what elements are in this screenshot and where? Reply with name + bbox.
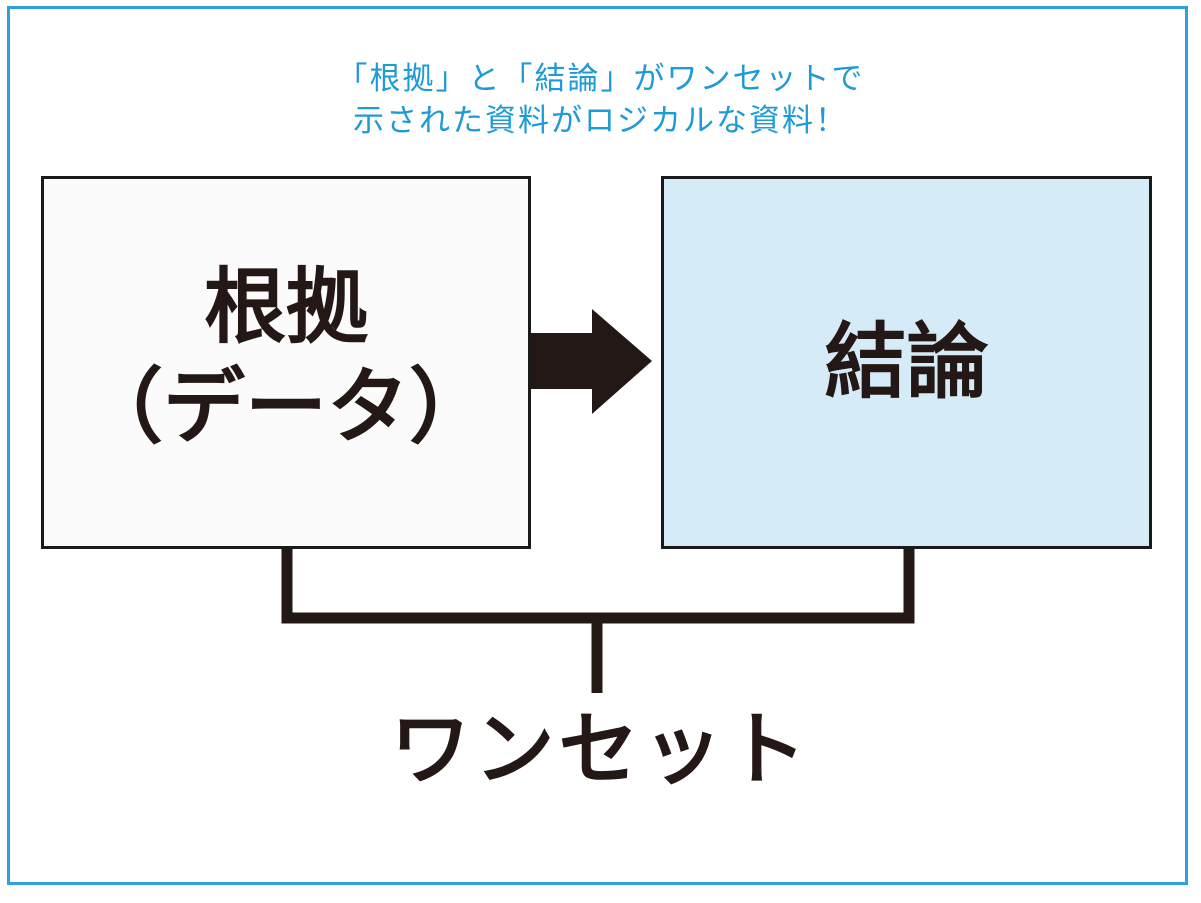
arrow-right-icon bbox=[531, 309, 652, 414]
conclusion-box: 結論 bbox=[661, 176, 1152, 549]
evidence-box: 根拠 （データ） bbox=[41, 176, 531, 549]
caption-line-1: 「根拠」と「結論」がワンセットで bbox=[336, 61, 865, 97]
outer-frame bbox=[7, 6, 1188, 885]
caption-line-2: 示された資料がロジカルな資料！ bbox=[353, 103, 848, 139]
caption: 「根拠」と「結論」がワンセットで 示された資料がロジカルな資料！ bbox=[0, 58, 1201, 142]
conclusion-label: 結論 bbox=[824, 314, 989, 410]
evidence-label: 根拠 bbox=[203, 259, 368, 355]
evidence-sublabel: （データ） bbox=[80, 359, 491, 455]
one-set-label: ワンセット bbox=[390, 703, 811, 796]
bracket-connector bbox=[281, 549, 915, 624]
